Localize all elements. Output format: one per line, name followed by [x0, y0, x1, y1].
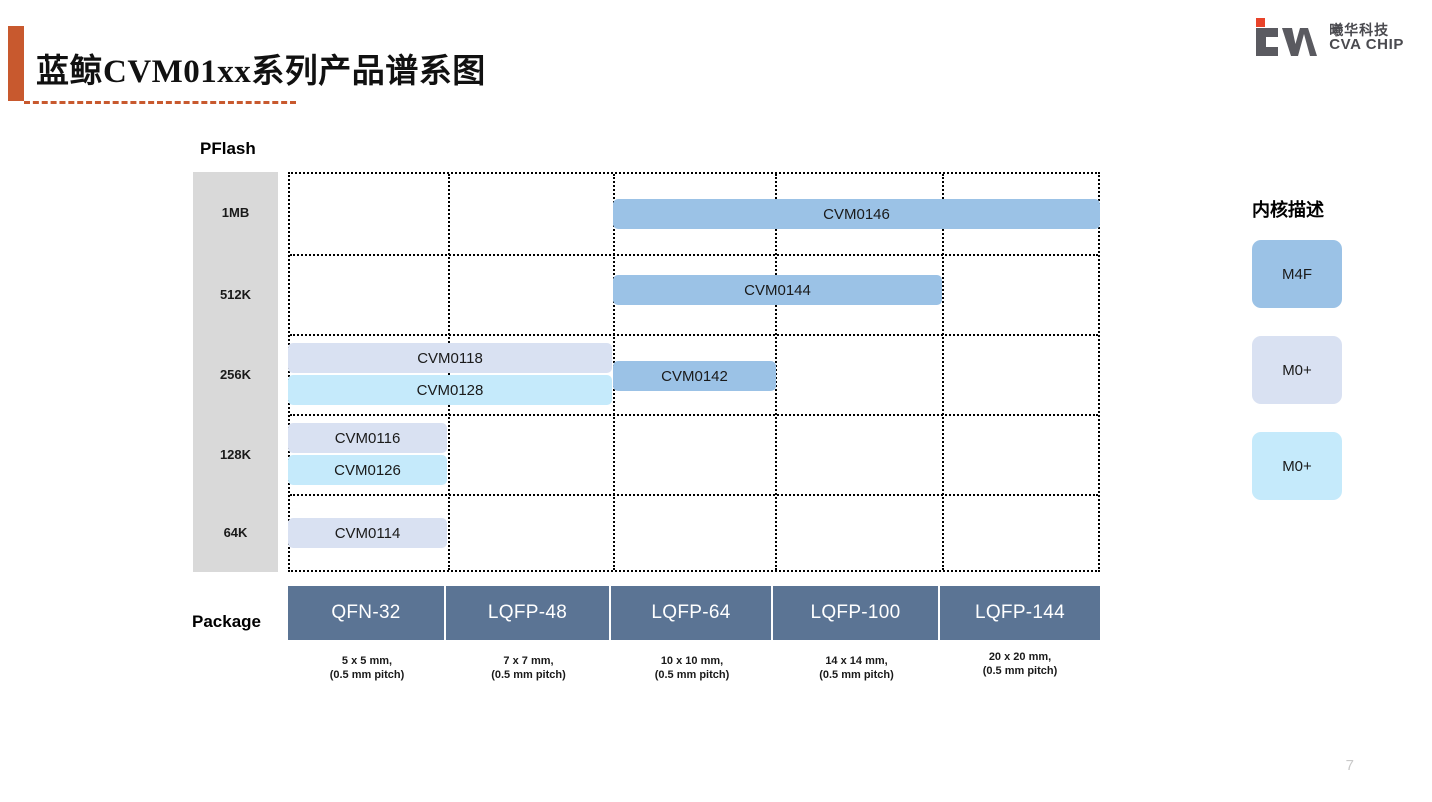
- page-number: 7: [1345, 757, 1354, 774]
- product-bar-cvm0114[interactable]: CVM0114: [288, 518, 447, 548]
- package-note-qfn-32: 5 x 5 mm, (0.5 mm pitch): [288, 655, 446, 683]
- product-bar-cvm0116[interactable]: CVM0116: [288, 423, 447, 453]
- package-note-lqfp-64: 10 x 10 mm, (0.5 mm pitch): [611, 655, 773, 683]
- title-dashed-rule: [24, 101, 296, 104]
- package-note-lqfp-48: 7 x 7 mm, (0.5 mm pitch): [446, 655, 611, 683]
- package-cell-lqfp-100[interactable]: LQFP-100: [773, 586, 940, 640]
- pflash-tick-1mb: 1MB: [221, 204, 250, 220]
- package-pitch-lqfp-48: (0.5 mm pitch): [491, 668, 566, 681]
- pflash-scale-axis: 1MB 512K 256K 128K 64K: [193, 172, 278, 572]
- logo-company-en: CVA CHIP: [1329, 36, 1404, 54]
- product-bar-cvm0128[interactable]: CVM0128: [288, 375, 612, 405]
- package-pitch-lqfp-100: (0.5 mm pitch): [819, 668, 894, 681]
- package-cell-lqfp-64[interactable]: LQFP-64: [611, 586, 773, 640]
- pflash-tick-512k: 512K: [219, 286, 252, 302]
- package-pitch-qfn-32: (0.5 mm pitch): [329, 668, 405, 681]
- product-bar-cvm0144[interactable]: CVM0144: [613, 275, 942, 305]
- product-bar-cvm0126[interactable]: CVM0126: [288, 455, 447, 485]
- legend-item-m4f: M4F: [1252, 240, 1342, 308]
- package-note-lqfp-100: 14 x 14 mm, (0.5 mm pitch): [773, 655, 940, 683]
- legend-title: 内核描述: [1252, 200, 1324, 220]
- package-size-lqfp-144: 20 x 20 mm,: [988, 651, 1052, 663]
- package-size-lqfp-64: 10 x 10 mm,: [660, 655, 724, 667]
- page-title: 蓝鲸CVM01xx系列产品谱系图: [36, 54, 486, 90]
- package-cell-qfn-32[interactable]: QFN-32: [288, 586, 446, 640]
- logo-text-block: 曦华科技 CVA CHIP: [1329, 23, 1404, 53]
- package-pitch-lqfp-64: (0.5 mm pitch): [654, 668, 730, 681]
- package-size-qfn-32: 5 x 5 mm,: [341, 655, 393, 667]
- package-axis-title: Package: [192, 612, 261, 631]
- legend-item-m0plus-cyan: M0+: [1252, 432, 1342, 500]
- grid-hline-4: [290, 494, 1098, 496]
- brand-logo: 曦华科技 CVA CHIP: [1254, 18, 1404, 58]
- product-bar-cvm0146[interactable]: CVM0146: [613, 199, 1100, 229]
- package-size-lqfp-100: 14 x 14 mm,: [825, 655, 888, 667]
- package-cell-lqfp-48[interactable]: LQFP-48: [446, 586, 611, 640]
- package-note-lqfp-144: 20 x 20 mm, (0.5 mm pitch): [940, 651, 1100, 679]
- title-accent-bar: [8, 26, 24, 101]
- package-cell-lqfp-144[interactable]: LQFP-144: [940, 586, 1100, 640]
- package-size-lqfp-48: 7 x 7 mm,: [503, 655, 554, 667]
- cva-logo-icon: [1254, 18, 1320, 58]
- package-pitch-lqfp-144: (0.5 mm pitch): [982, 664, 1058, 677]
- pflash-tick-256k: 256K: [219, 366, 252, 382]
- pflash-tick-128k: 128K: [219, 446, 252, 462]
- legend-item-m0plus-lavender: M0+: [1252, 336, 1342, 404]
- logo-company-cn: 曦华科技: [1329, 21, 1390, 38]
- pflash-axis-title: PFlash: [200, 139, 256, 158]
- grid-hline-3: [290, 414, 1098, 416]
- grid-hline-2: [290, 334, 1098, 336]
- grid-hline-1: [290, 254, 1098, 256]
- package-header-row: QFN-32 LQFP-48 LQFP-64 LQFP-100 LQFP-144: [288, 586, 1100, 640]
- grid-vline-4: [942, 174, 944, 570]
- product-bar-cvm0118[interactable]: CVM0118: [288, 343, 612, 373]
- product-bar-cvm0142[interactable]: CVM0142: [613, 361, 776, 391]
- pflash-tick-64k: 64K: [223, 524, 248, 540]
- grid-vline-3: [775, 174, 777, 570]
- core-legend-panel: 内核描述 M4F M0+ M0+: [1252, 196, 1422, 528]
